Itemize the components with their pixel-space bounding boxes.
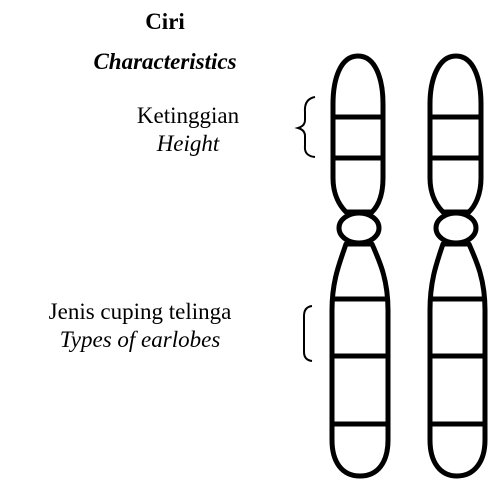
- chromosome-right-upper-arm: [430, 56, 481, 212]
- chromosome-left-lower-arm: [332, 244, 388, 476]
- chromosome-right-centromere: [436, 213, 476, 243]
- chromosome-left-upper-arm: [333, 56, 383, 212]
- chromosome-left-centromere: [339, 213, 379, 243]
- earlobe-bracket: [304, 306, 312, 361]
- height-bracket: [298, 97, 315, 157]
- chromosome-right: [430, 56, 485, 476]
- chromosome-left: [332, 56, 388, 476]
- chromosome-right-lower-arm: [430, 244, 485, 476]
